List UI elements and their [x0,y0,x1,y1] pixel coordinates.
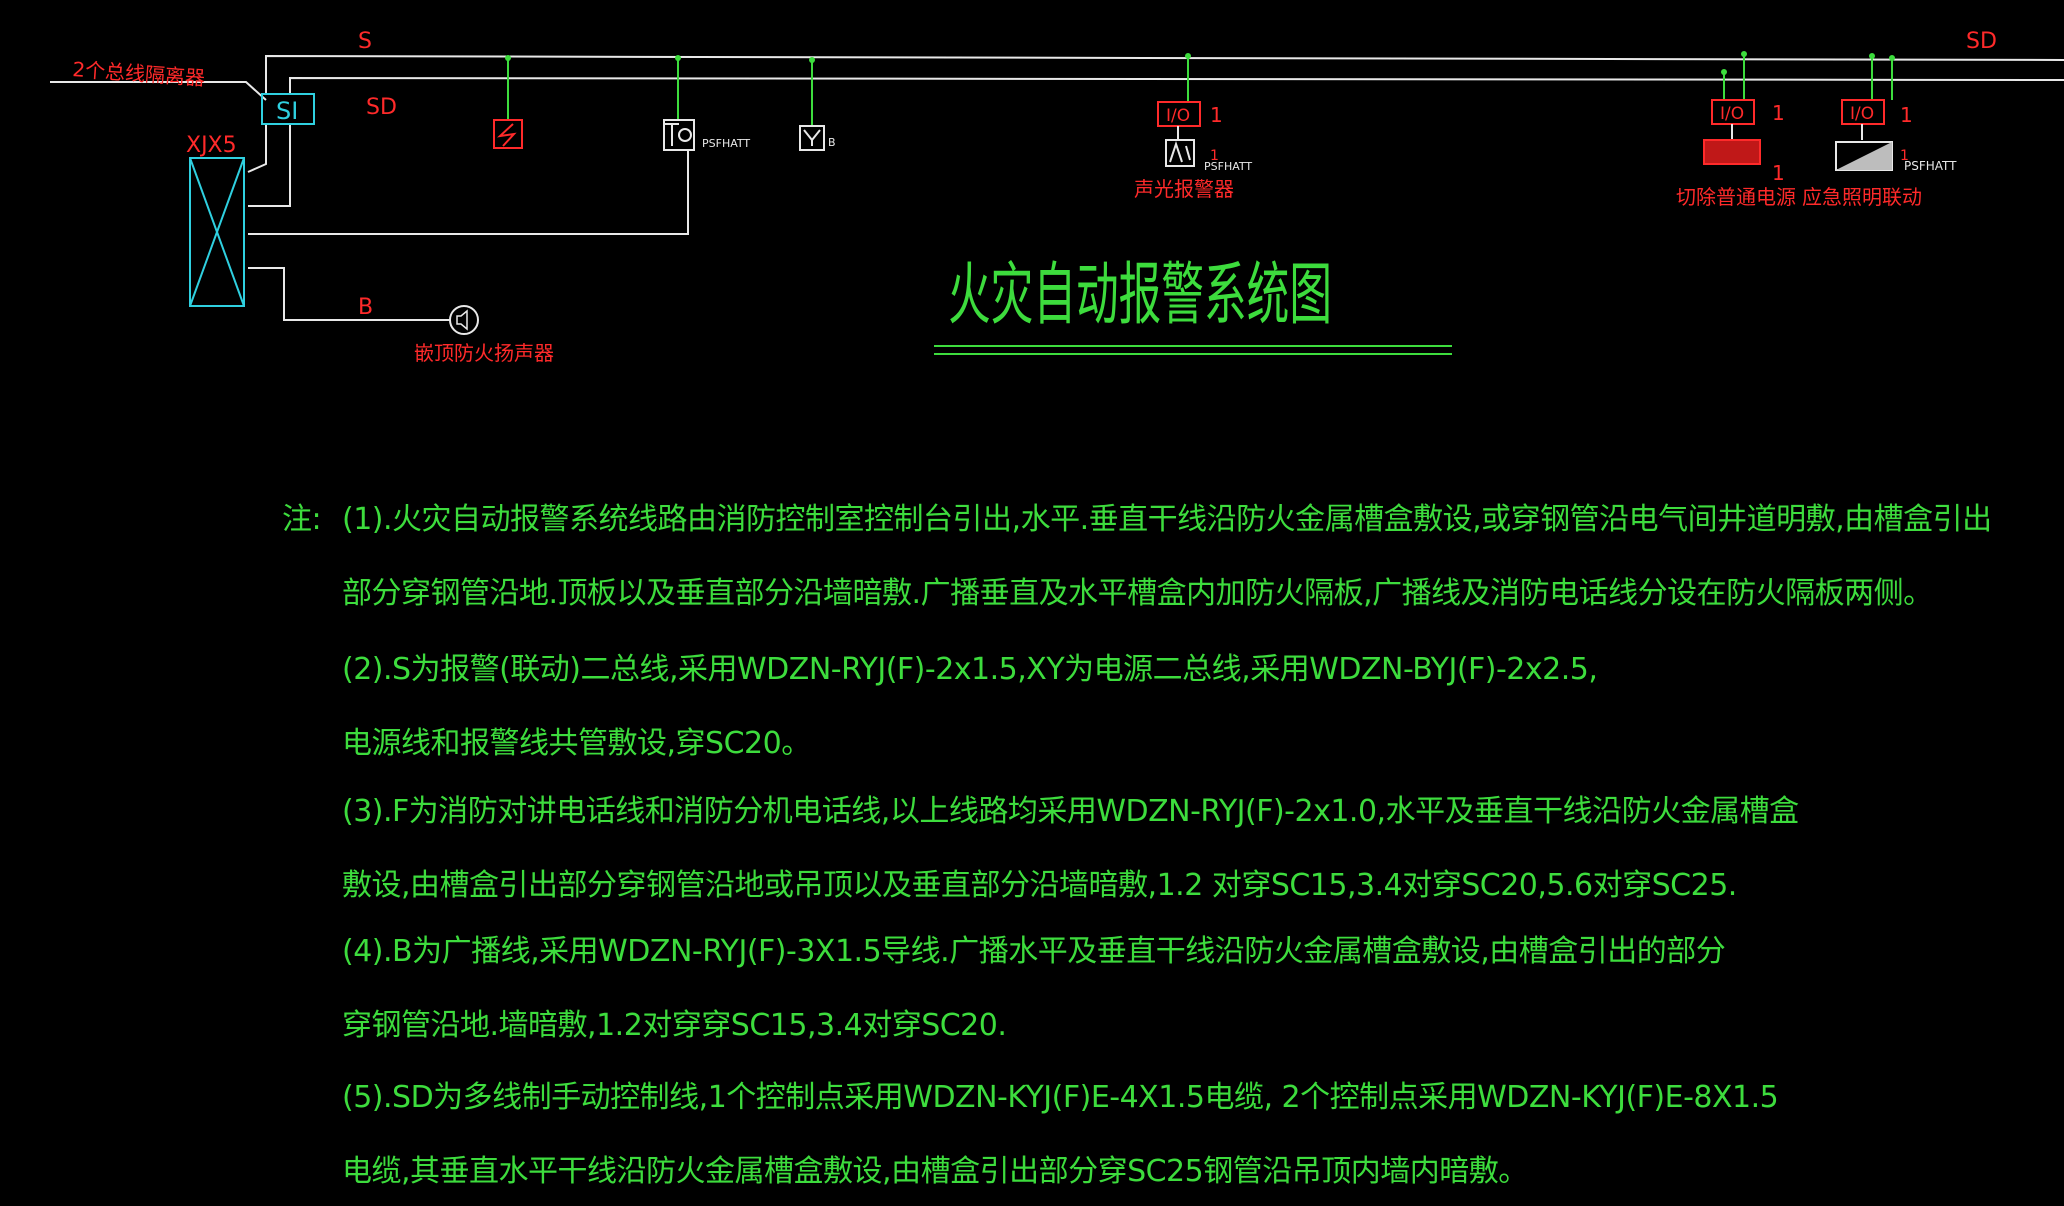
emergency-light-psfhatt: PSFHATT [1904,159,1957,173]
sd-to-panel-line [248,124,291,207]
strobe-qty: 1 [1210,148,1219,164]
note-line-3: (2).S为报警(联动)二总线,采用WDZN-RYJ(F)-2x1.5,XY为电… [342,652,1598,687]
s-bus-line [265,54,2064,94]
sd-bus-line [289,76,2064,94]
note-line-4: 电源线和报警线共管敷设,穿SC20。 [342,726,811,761]
io-module-label: I/O [1166,106,1190,126]
note-line-9: (5).SD为多线制手动控制线,1个控制点采用WDZN-KYJ(F)E-4X1.… [342,1080,1779,1115]
drop-node [809,57,815,63]
notes-prefix: 注: [282,502,322,537]
strobe-box [1165,139,1195,167]
diagram-title: 火灾自动报警系统图 [948,256,1332,335]
note-line-2: 部分穿钢管沿地.顶板以及垂直部分沿墙暗敷.广播垂直及水平槽盒内加防火隔板,广播线… [342,576,1933,611]
drop-node [1721,69,1727,75]
io-module-label: I/O [1850,104,1874,124]
drop-node [1869,53,1875,59]
note-line-5: (3).F为消防对讲电话线和消防分机电话线,以上线路均采用WDZN-RYJ(F)… [342,794,1799,829]
speaker-label: 嵌顶防火扬声器 [414,341,554,365]
cut-normal-power-group: I/O 1 1 切除普通电源 [1676,99,1796,209]
isolator-box [261,93,315,125]
line-sd-right-label: SD [1966,29,1997,54]
bus-isolator: SI [261,93,315,125]
cut-power-box [1703,139,1761,165]
drop-node [1185,53,1191,59]
line-s-label: S [358,29,372,54]
cut-power-qty: 1 [1772,161,1785,185]
note-line-7: (4).B为广播线,采用WDZN-RYJ(F)-3X1.5导线.广播水平及垂直干… [342,934,1726,969]
call-point-box [663,119,695,151]
strobe-icon [1185,145,1191,161]
emergency-light-label: 应急照明联动 [1802,185,1922,209]
fire-telephone: B [799,125,836,151]
speaker-circle [449,305,479,335]
strobe-label: 声光报警器 [1134,177,1234,201]
manual-call-point: PSFHATT [663,119,750,151]
diagram-title-group: 火灾自动报警系统图 [934,256,1452,355]
panel-box [189,157,245,307]
line-sd-label: SD [366,95,397,120]
panel-name-label: XJX5 [186,133,237,158]
call-point-button [678,128,692,142]
drop-node [1889,55,1895,61]
panel-to-callpoint-line [248,150,689,235]
device-drops [505,51,1895,126]
isolator-to-panel-line [247,124,267,173]
isolator-symbol-text: SI [276,97,298,125]
phone-icon [803,129,821,142]
note-line-6: 敷设,由槽盒引出部分穿钢管沿地或吊顶以及垂直部分沿墙暗敷,1.2 对穿SC15,… [342,868,1737,903]
bus-isolator-note: 2个总线隔离器 [72,57,206,90]
io-qty: 1 [1210,103,1223,127]
note-line-1: (1).火灾自动报警系统线路由消防控制室控制台引出,水平.垂直干线沿防火金属槽盒… [342,502,1992,537]
io-module-label: I/O [1720,104,1744,124]
emergency-light-fill [1836,142,1892,170]
emergency-lighting-group: I/O 1 1 PSFHATT 应急照明联动 [1802,99,1957,209]
drop-node [1741,51,1747,57]
note-line-8: 穿钢管沿地.墙暗敷,1.2对穿穿SC15,3.4对穿SC20. [342,1008,1007,1043]
b-line [248,267,450,321]
bus-input-line [50,81,267,101]
control-panel-xjx5 [189,157,245,307]
cut-power-label: 切除普通电源 [1676,185,1796,209]
io-qty: 1 [1772,101,1785,125]
smoke-detector [493,119,523,149]
drop-node [675,55,681,61]
emergency-light-qty: 1 [1900,148,1909,164]
io-qty: 1 [1900,103,1913,127]
note-line-10: 电缆,其垂直水平干线沿防火金属槽盒敷设,由槽盒引出部分穿SC25钢管沿吊顶内墙内… [342,1154,1528,1189]
drop-node [505,55,511,61]
phone-b-label: B [828,136,836,149]
strobe-icon [1169,140,1183,163]
line-b-label: B [358,295,373,320]
smoke-detector-icon [496,123,517,147]
call-point-psfhatt: PSFHATT [702,137,750,150]
phone-box [799,125,825,151]
panel-cross [189,157,245,307]
strobe-alarm-group: I/O 1 1 PSFHATT 声光报警器 [1134,101,1252,201]
ceiling-speaker: 嵌顶防火扬声器 [414,305,554,365]
wiring [50,54,2064,321]
strobe-psfhatt: PSFHATT [1204,160,1252,173]
speaker-icon [456,309,468,331]
smoke-detector-box [493,119,523,149]
